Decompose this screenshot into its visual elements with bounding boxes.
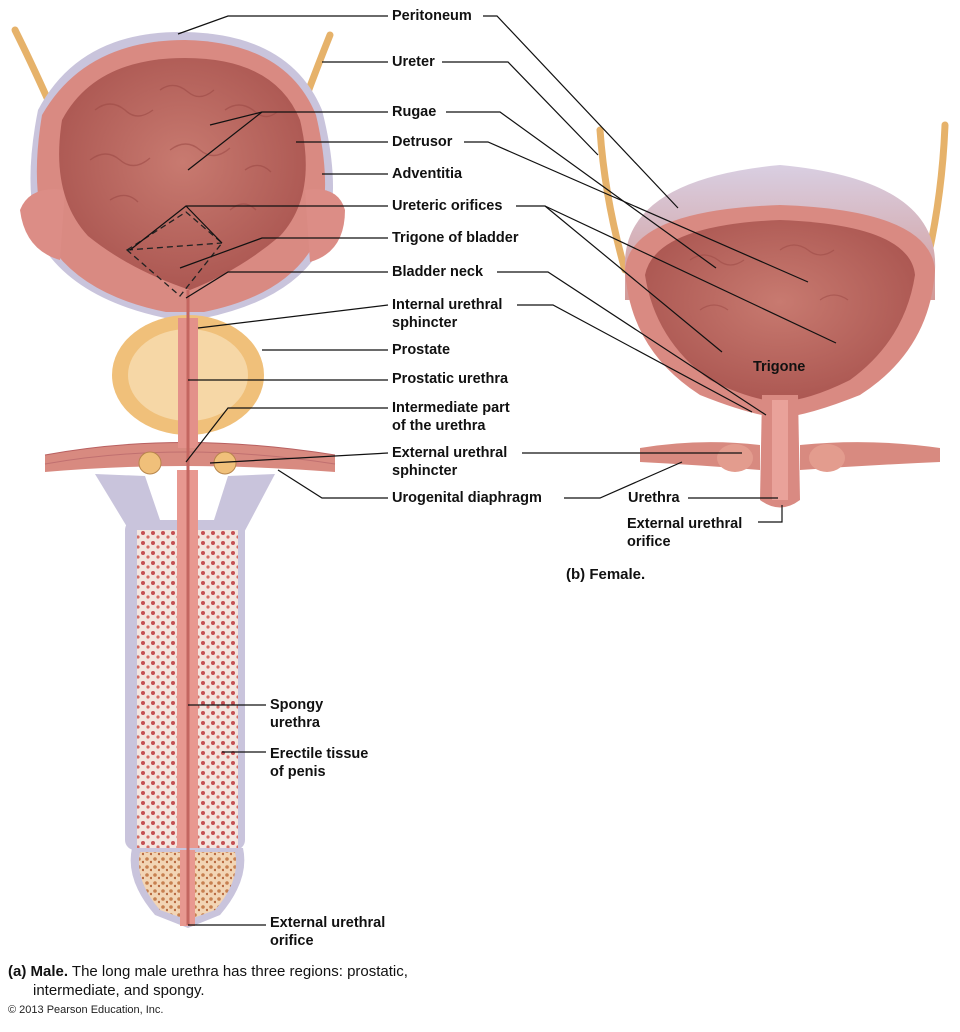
label-internal-urethral-sphincter-line1: Internal urethral xyxy=(392,297,503,313)
male-bladder xyxy=(20,31,345,318)
label-external-urethral-orifice-female-line2: orifice xyxy=(627,534,671,550)
label-prostatic-urethra: Prostatic urethra xyxy=(392,371,509,387)
label-detrusor: Detrusor xyxy=(392,134,453,150)
label-peritoneum: Peritoneum xyxy=(392,8,472,24)
label-intermediate-part-line2: of the urethra xyxy=(392,418,486,434)
label-erectile-tissue-line1: Erectile tissue xyxy=(270,746,369,762)
label-ureter: Ureter xyxy=(392,54,435,70)
bulbourethral-glands xyxy=(138,451,237,475)
caption-male-text-2: intermediate, and spongy. xyxy=(33,982,205,999)
caption-male: (a) Male. The long male urethra has thre… xyxy=(8,962,528,1000)
caption-female: (b) Female. xyxy=(566,566,646,583)
label-spongy-urethra-line1: Spongy xyxy=(270,697,324,713)
label-internal-urethral-sphincter-line2: sphincter xyxy=(392,315,458,331)
caption-male-text: The long male urethra has three regions:… xyxy=(71,963,408,980)
label-external-urethral-orifice-female-line1: External urethral xyxy=(627,516,743,532)
label-spongy-urethra-line2: urethra xyxy=(270,715,320,731)
caption-male-prefix: (a) Male. xyxy=(8,963,69,980)
copyright: © 2013 Pearson Education, Inc. xyxy=(8,1004,164,1016)
label-ureteric-orifices: Ureteric orifices xyxy=(392,198,503,214)
label-external-urethral-orifice-female: External urethral orifice xyxy=(627,515,742,551)
label-intermediate-part: Intermediate part of the urethra xyxy=(392,399,510,435)
label-erectile-tissue: Erectile tissue of penis xyxy=(270,745,368,781)
label-rugae: Rugae xyxy=(392,104,437,120)
label-adventitia: Adventitia xyxy=(392,166,463,182)
label-bladder-neck: Bladder neck xyxy=(392,264,484,280)
label-urethra-female: Urethra xyxy=(628,490,680,506)
label-external-urethral-sphincter-line1: External urethral xyxy=(392,445,508,461)
label-prostate: Prostate xyxy=(392,342,451,358)
male-penis xyxy=(125,470,245,928)
label-trigone-of-bladder: Trigone of bladder xyxy=(392,230,519,246)
label-erectile-tissue-line2: of penis xyxy=(270,764,326,780)
label-urogenital-diaphragm: Urogenital diaphragm xyxy=(392,490,542,506)
label-external-urethral-orifice-male-line2: orifice xyxy=(270,933,314,949)
label-internal-urethral-sphincter: Internal urethral sphincter xyxy=(392,296,502,332)
label-spongy-urethra: Spongy urethra xyxy=(270,696,323,732)
label-trigone: Trigone xyxy=(753,359,806,375)
leader-lines xyxy=(129,15,837,926)
label-external-urethral-sphincter-line2: sphincter xyxy=(392,463,458,479)
label-external-urethral-sphincter: External urethral sphincter xyxy=(392,444,507,480)
female-pelvic-floor xyxy=(640,442,940,472)
label-external-urethral-orifice-male-line1: External urethral xyxy=(270,915,386,931)
label-external-urethral-orifice-male: External urethral orifice xyxy=(270,914,385,950)
label-intermediate-part-line1: Intermediate part xyxy=(392,400,510,416)
